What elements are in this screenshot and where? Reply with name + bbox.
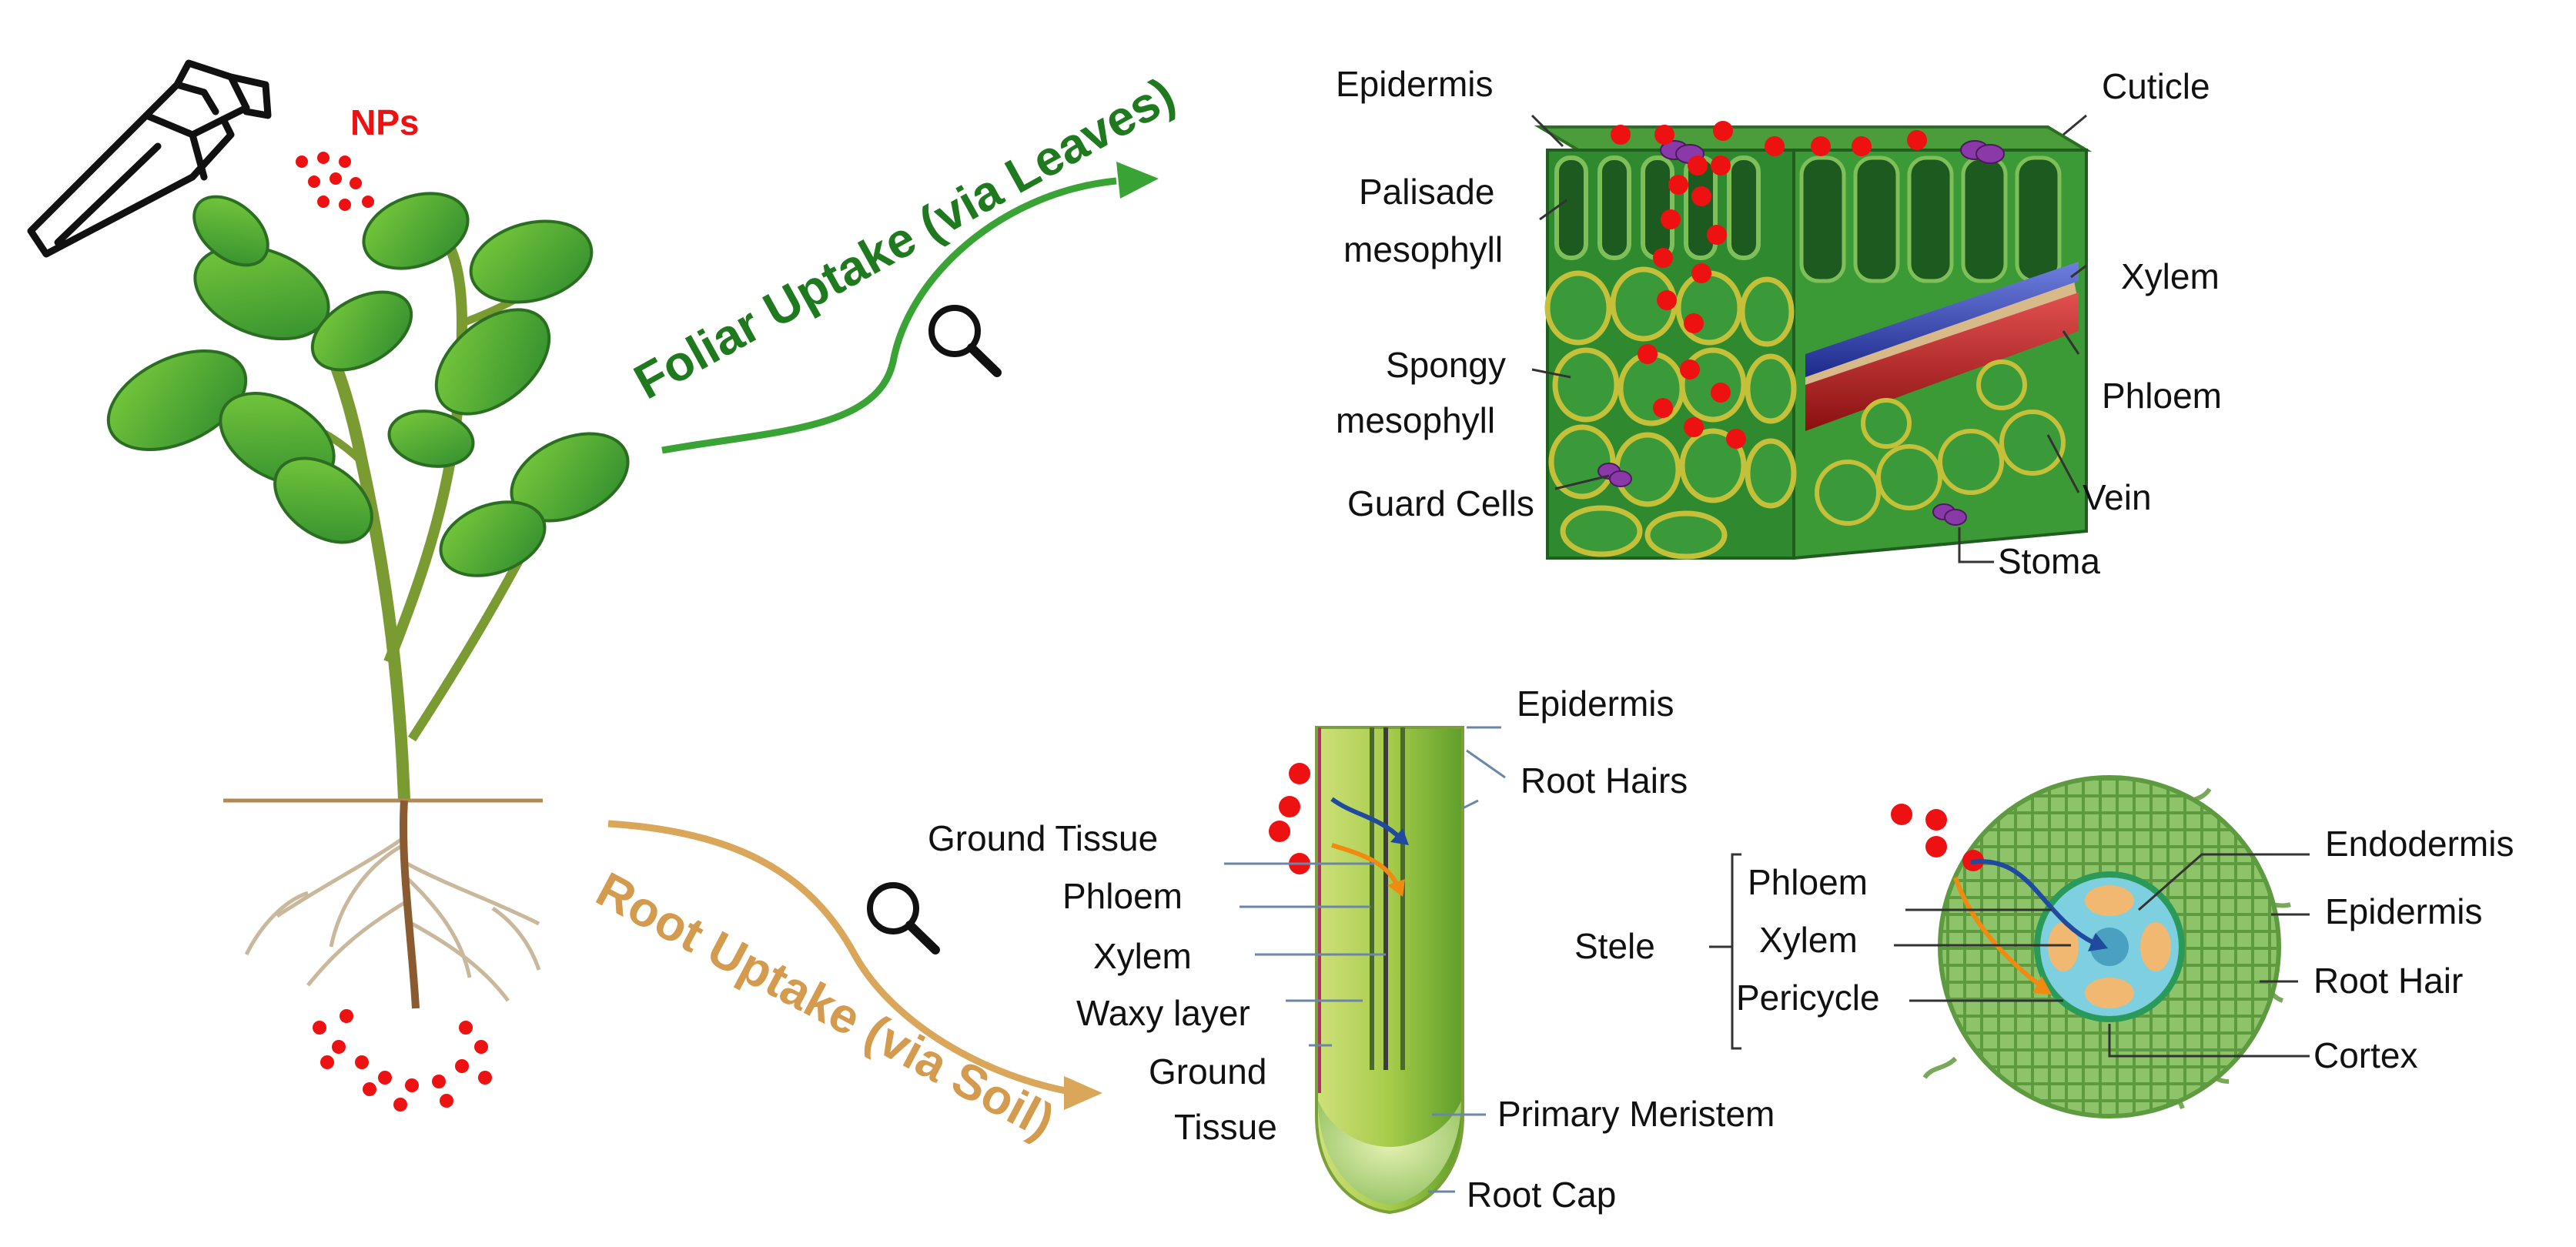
phloem-path-arrow bbox=[1331, 843, 1400, 887]
root-long-ground-label-2: Tissue bbox=[1174, 1107, 1277, 1147]
spray-bottle-icon bbox=[27, 59, 272, 258]
leaf-spongy-label-1: Spongy bbox=[1386, 345, 1506, 385]
leaf-phloem-label: Phloem bbox=[2102, 376, 2222, 416]
foliar-uptake-label: Foliar Uptake (via Leaves) bbox=[625, 66, 1184, 410]
cross-xylem-arrowhead bbox=[2088, 933, 2108, 951]
leaf-palisade-label-2: mesophyll bbox=[1343, 229, 1503, 269]
cross-xylem-path-arrow bbox=[1970, 859, 2096, 945]
root-long-root-cap-label: Root Cap bbox=[1467, 1175, 1616, 1215]
cross-phloem-path-arrow bbox=[1953, 877, 2042, 988]
leaf-stoma-label: Stoma bbox=[1998, 541, 2100, 581]
leaf-leader-lines bbox=[1531, 114, 2087, 563]
root-cross-section bbox=[1922, 775, 2291, 1118]
root-long-xylem-label: Xylem bbox=[1093, 936, 1192, 976]
nanoparticle-cluster-soil bbox=[313, 1009, 492, 1112]
leaf-guard-cells-label: Guard Cells bbox=[1347, 483, 1534, 523]
leaf-vein-label: Vein bbox=[2083, 477, 2152, 517]
leaf-xylem-label: Xylem bbox=[2121, 256, 2220, 296]
root-uptake-label: Root Uptake (via Soil) bbox=[587, 861, 1063, 1149]
cross-cortex-label: Cortex bbox=[2313, 1035, 2417, 1075]
root-long-epidermis-label: Epidermis bbox=[1517, 684, 1674, 724]
magnifier-icon bbox=[928, 305, 1002, 377]
foliar-arrowhead bbox=[1116, 162, 1159, 199]
root-long-root-hairs-label: Root Hairs bbox=[1521, 761, 1688, 801]
magnifier-icon bbox=[867, 882, 940, 954]
nanoparticles-root-long bbox=[1269, 763, 1310, 874]
cross-xylem-label: Xylem bbox=[1759, 920, 1858, 960]
root-arrowhead bbox=[1064, 1076, 1102, 1110]
xylem-path-arrow bbox=[1330, 797, 1403, 841]
cross-epidermis-label: Epidermis bbox=[2325, 891, 2483, 931]
root-long-primary-meristem-label: Primary Meristem bbox=[1497, 1094, 1775, 1134]
leaf-epidermis-label: Epidermis bbox=[1336, 64, 1494, 104]
root-long-ground-tissue-label: Ground Tissue bbox=[928, 818, 1158, 858]
cross-root-hair-label: Root Hair bbox=[2313, 961, 2463, 1001]
root-cross-leader-lines bbox=[1709, 853, 2310, 1058]
xylem-path-arrowhead bbox=[1390, 828, 1409, 845]
root-long-ground-label-1: Ground bbox=[1149, 1051, 1266, 1092]
nanoparticles-label: NPs bbox=[350, 102, 419, 142]
leaf-cross-section bbox=[1534, 125, 2093, 560]
phloem-path-arrowhead bbox=[1387, 879, 1405, 897]
cross-endodermis-label: Endodermis bbox=[2325, 824, 2514, 864]
cross-stele-label: Stele bbox=[1574, 926, 1655, 966]
root-long-waxy-layer-label: Waxy layer bbox=[1076, 993, 1250, 1033]
root-long-phloem-label: Phloem bbox=[1062, 876, 1183, 916]
nanoparticles-leaf bbox=[1611, 121, 1927, 449]
root-uptake-arrow bbox=[607, 820, 1079, 1097]
root-longitudinal-section bbox=[1315, 726, 1464, 1215]
leaf-spongy-label-2: mesophyll bbox=[1336, 400, 1495, 440]
nanoparticle-cluster-spray bbox=[296, 152, 374, 211]
foliar-uptake-arrow bbox=[661, 177, 1117, 454]
cross-pericycle-label: Pericycle bbox=[1736, 978, 1880, 1018]
nanoparticles-root-cross bbox=[1891, 804, 1984, 871]
cross-phloem-arrowhead bbox=[2032, 976, 2052, 995]
cross-phloem-label: Phloem bbox=[1748, 862, 1868, 902]
root-long-leader-lines bbox=[1224, 726, 1506, 1193]
leaf-palisade-label-1: Palisade bbox=[1359, 172, 1494, 212]
plant-illustration bbox=[106, 192, 630, 1009]
leaf-cuticle-label: Cuticle bbox=[2102, 66, 2210, 106]
